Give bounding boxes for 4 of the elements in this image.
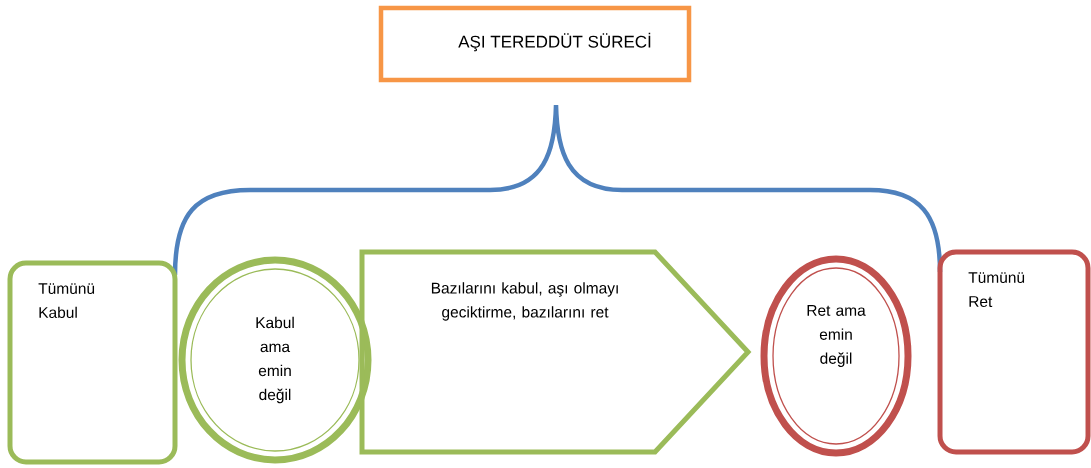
- rounded-box: Tümünü Kabul: [7, 260, 178, 465]
- title-box: AŞI TEREDDÜT SÜRECİ: [378, 5, 692, 83]
- pentagon-box: Bazılarını kabul, aşı olmayı geciktirme, bazılarını ret: [359, 249, 752, 455]
- rounded-box: Tümünü Ret: [937, 249, 1091, 455]
